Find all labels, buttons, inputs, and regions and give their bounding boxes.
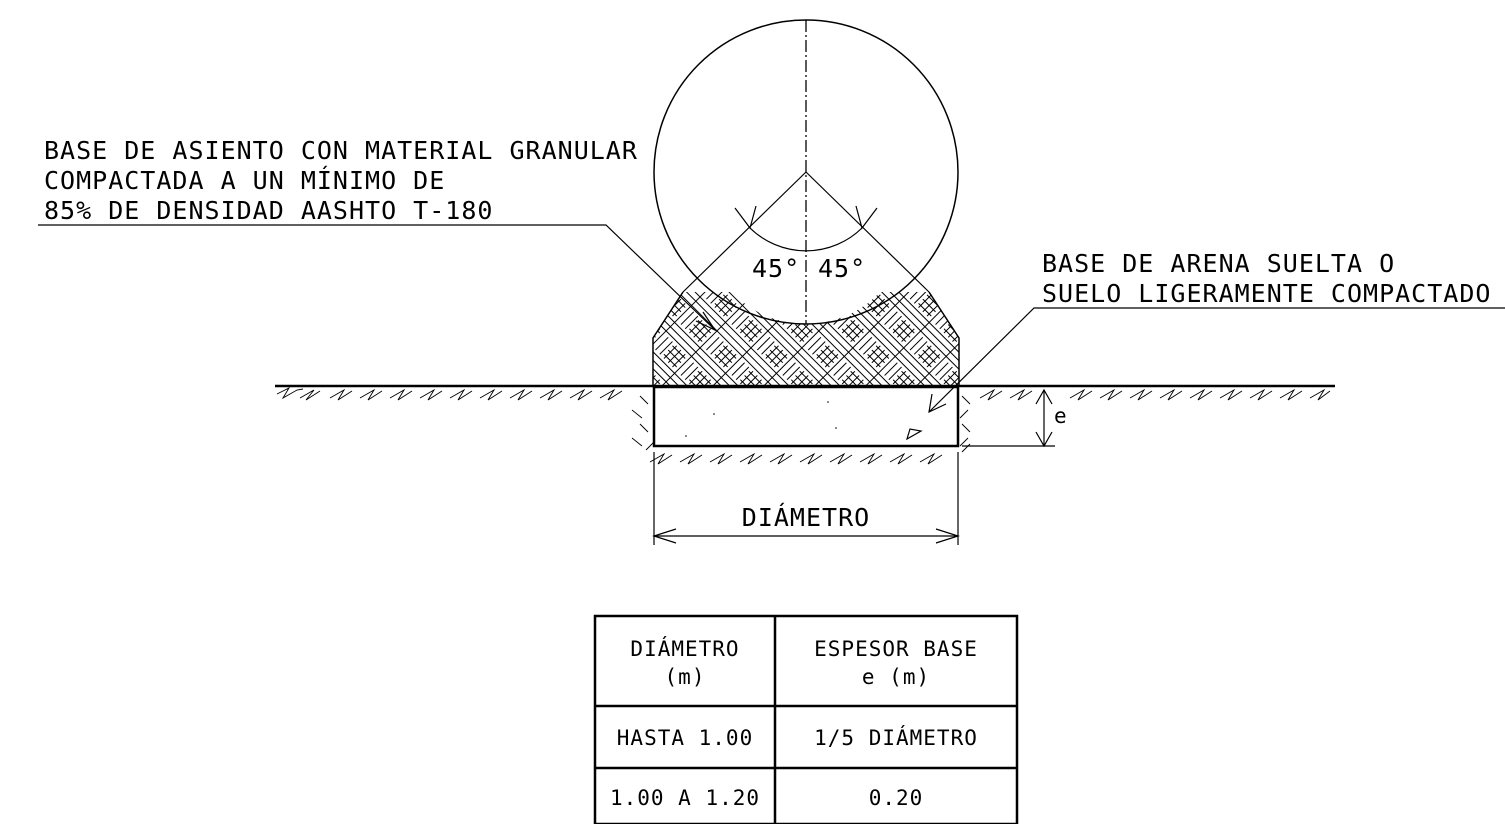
diameter-label: DIÁMETRO bbox=[742, 503, 870, 532]
trench-soil-hatch bbox=[631, 395, 971, 465]
table-header-diameter-unit: (m) bbox=[665, 665, 706, 689]
left-note-leader bbox=[38, 224, 717, 332]
table-row-2-thickness: 0.20 bbox=[869, 786, 924, 810]
table-header-thickness: ESPESOR BASE bbox=[814, 637, 978, 661]
table-row-1-diameter: HASTA 1.00 bbox=[617, 726, 753, 750]
angle-arrow-right-icon bbox=[855, 205, 878, 230]
table-row-1-thickness: 1/5 DIÁMETRO bbox=[814, 725, 978, 750]
right-note-line2: SUELO LIGERAMENTE COMPACTADO bbox=[1042, 279, 1491, 308]
angle-arrow-left-icon bbox=[734, 205, 757, 230]
angle-right-label: 45° bbox=[818, 254, 866, 283]
thickness-label: e bbox=[1054, 404, 1068, 428]
right-note-line1: BASE DE ARENA SUELTA O bbox=[1042, 249, 1395, 278]
granular-bedding-zone bbox=[652, 291, 960, 386]
angle-lines bbox=[682, 171, 930, 293]
left-note-line1: BASE DE ASIENTO CON MATERIAL GRANULAR bbox=[44, 136, 638, 165]
table-header-diameter: DIÁMETRO bbox=[630, 636, 739, 661]
table-row-2-diameter: 1.00 A 1.20 bbox=[610, 786, 760, 810]
sand-base-layer bbox=[652, 385, 960, 448]
left-note-line3: 85% DE DENSIDAD AASHTO T-180 bbox=[44, 196, 493, 225]
right-note-leader bbox=[928, 307, 1505, 414]
left-note-line2: COMPACTADA A UN MÍNIMO DE bbox=[44, 166, 445, 195]
thickness-table bbox=[593, 614, 1019, 824]
angle-left-label: 45° bbox=[752, 254, 800, 283]
thickness-dimension bbox=[962, 388, 1055, 448]
diameter-dimension bbox=[652, 452, 960, 545]
table-header-thickness-unit: e (m) bbox=[862, 665, 930, 689]
